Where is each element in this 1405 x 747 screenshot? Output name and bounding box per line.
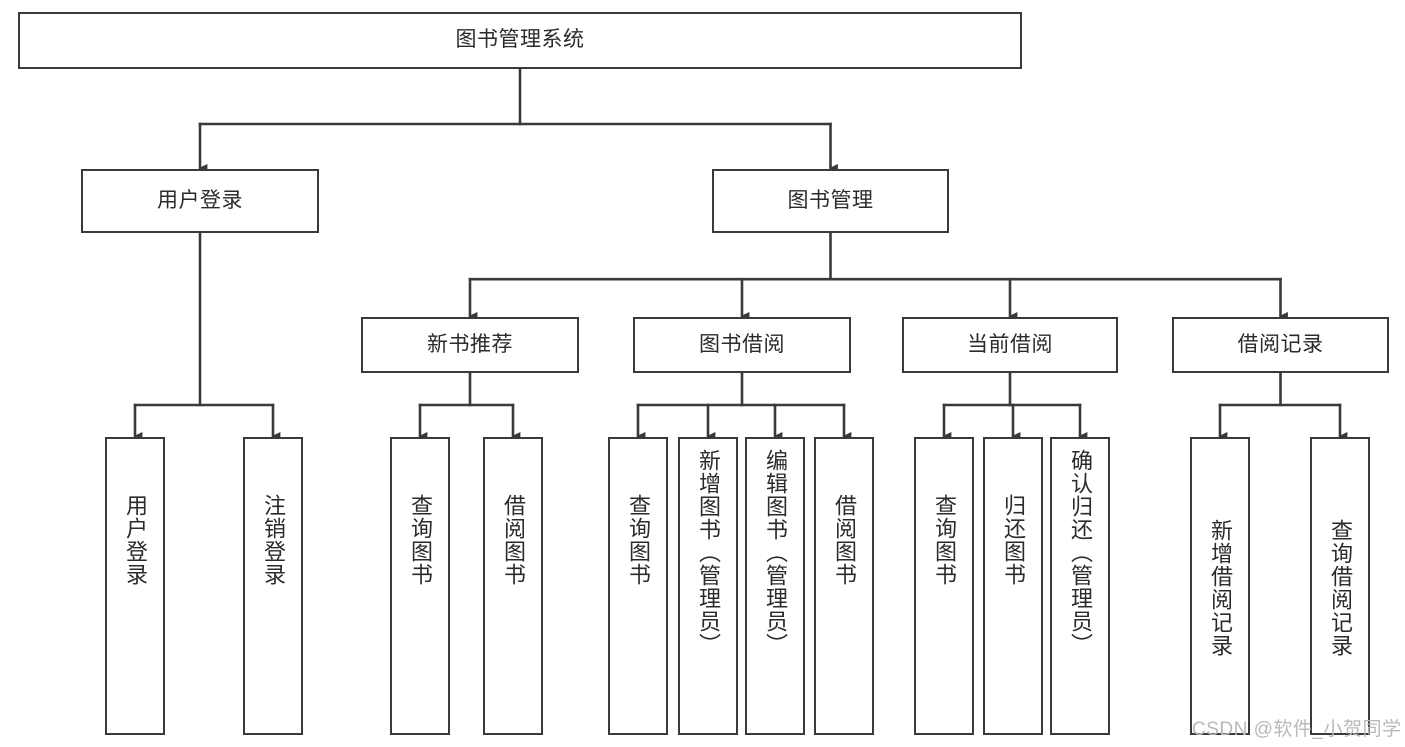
node-label: 确认归还（管理员） — [1067, 449, 1093, 656]
node-label: 查询图书 — [625, 494, 651, 586]
node-leaf-borrow-book-1[interactable]: 借阅图书 — [483, 437, 543, 735]
node-label: 借阅图书 — [500, 494, 526, 586]
node-label: 当前借阅 — [967, 332, 1053, 356]
node-label: 用户登录 — [122, 494, 148, 586]
node-label: 新增图书（管理员） — [695, 449, 721, 656]
node-book-manage[interactable]: 图书管理 — [712, 169, 949, 233]
node-label: 图书管理系统 — [455, 28, 585, 52]
node-label: 查询图书 — [407, 494, 433, 586]
node-user-login[interactable]: 用户登录 — [81, 169, 319, 233]
node-leaf-return-book[interactable]: 归还图书 — [983, 437, 1043, 735]
node-label: 借阅图书 — [831, 494, 857, 586]
node-root[interactable]: 图书管理系统 — [18, 12, 1022, 69]
node-new-book-rec[interactable]: 新书推荐 — [361, 317, 579, 373]
node-leaf-borrow-book-2[interactable]: 借阅图书 — [814, 437, 874, 735]
node-leaf-edit-book[interactable]: 编辑图书（管理员） — [745, 437, 805, 735]
node-leaf-query-record[interactable]: 查询借阅记录 — [1310, 437, 1370, 735]
node-leaf-confirm-return[interactable]: 确认归还（管理员） — [1050, 437, 1110, 735]
node-label: 编辑图书（管理员） — [762, 449, 788, 656]
node-leaf-logout[interactable]: 注销登录 — [243, 437, 303, 735]
node-leaf-query-book-1[interactable]: 查询图书 — [390, 437, 450, 735]
node-label: 归还图书 — [1000, 494, 1026, 586]
node-label: 新书推荐 — [427, 332, 513, 356]
node-leaf-query-book-2[interactable]: 查询图书 — [608, 437, 668, 735]
node-label: 新增借阅记录 — [1207, 519, 1233, 657]
node-book-borrow[interactable]: 图书借阅 — [633, 317, 851, 373]
node-label: 查询借阅记录 — [1327, 519, 1353, 657]
node-label: 图书管理 — [787, 188, 874, 212]
node-borrow-record[interactable]: 借阅记录 — [1172, 317, 1389, 373]
node-label: 用户登录 — [157, 188, 243, 212]
node-current-borrow[interactable]: 当前借阅 — [902, 317, 1118, 373]
node-leaf-add-book[interactable]: 新增图书（管理员） — [678, 437, 738, 735]
node-label: 图书借阅 — [699, 332, 785, 356]
csdn-watermark: CSDN @软件_小贺同学 — [1192, 719, 1402, 740]
node-leaf-query-book-3[interactable]: 查询图书 — [914, 437, 974, 735]
node-leaf-add-record[interactable]: 新增借阅记录 — [1190, 437, 1250, 735]
node-label: 查询图书 — [931, 494, 957, 586]
node-label: 借阅记录 — [1237, 332, 1324, 356]
node-label: 注销登录 — [260, 494, 286, 586]
node-leaf-user-login[interactable]: 用户登录 — [105, 437, 165, 735]
